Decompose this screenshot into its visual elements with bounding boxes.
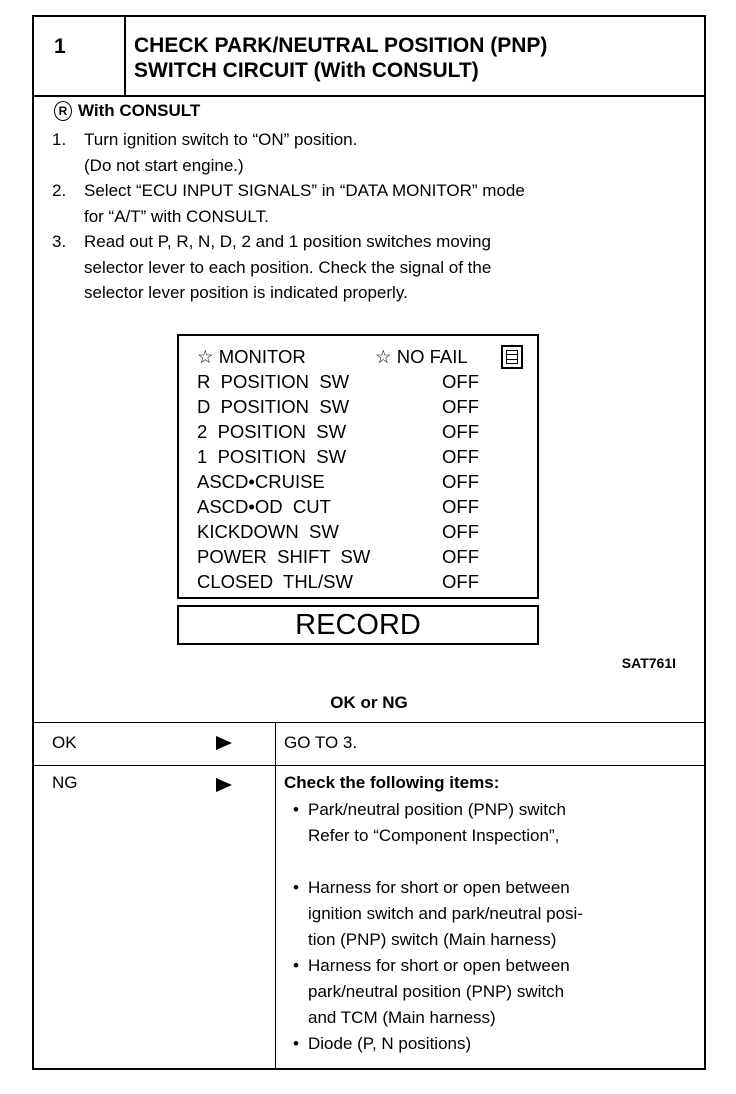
with-consult-line: R With CONSULT [54,101,200,121]
ng-check-text: Harness for short or open between ignitio… [308,875,699,953]
with-consult-label: With CONSULT [78,101,201,120]
ng-check-line: park/neutral position (PNP) switch [308,982,565,1001]
scroll-icon [501,345,523,369]
procedure-step: 3. Read out P, R, N, D, 2 and 1 position … [52,229,692,306]
ng-check-item: • Diode (P, N positions) [284,1031,699,1057]
monitor-row: 2 POSITION SW OFF [197,421,497,446]
ng-check-line: tion (PNP) switch (Main harness) [308,930,557,949]
procedure-step: 2. Select “ECU INPUT SIGNALS” in “DATA MO… [52,178,692,229]
monitor-item-value: OFF [442,496,479,517]
ng-check-line: Harness for short or open between [308,878,570,897]
ng-check-text: Diode (P, N positions) [308,1031,699,1057]
monitor-item-label: POWER SHIFT SW [197,546,371,567]
ng-check-line: Park/neutral position (PNP) switch [308,800,566,819]
monitor-item-value: OFF [442,521,479,542]
ng-check-item: • Harness for short or open between park/n… [284,953,699,1031]
procedure-step-line: selector lever to each position. Check t… [84,257,492,277]
monitor-row: D POSITION SW OFF [197,396,497,421]
procedure-step-text: Read out P, R, N, D, 2 and 1 position sw… [84,229,692,306]
procedure-step-line: for “A/T” with CONSULT. [84,206,269,226]
procedure-step: 1. Turn ignition switch to “ON” position.… [52,127,692,178]
bullet-icon: • [293,1034,299,1053]
ng-check-line: ignition switch and park/neutral posi- [308,904,583,923]
header-rule [34,95,704,97]
monitor-row: POWER SHIFT SW OFF [197,546,497,571]
ng-heading: Check the following items: [284,773,500,792]
step-title-line: CHECK PARK/NEUTRAL POSITION (PNP) [134,34,548,57]
monitor-item-value: OFF [442,421,479,442]
procedure-step-line: Select “ECU INPUT SIGNALS” in “DATA MONI… [84,181,525,200]
monitor-item-value: OFF [442,396,479,417]
procedure-step-number: 1. [52,130,67,149]
monitor-row: KICKDOWN SW OFF [197,521,497,546]
bullet-icon: • [293,800,299,819]
monitor-row: ASCD•OD CUT OFF [197,496,497,521]
procedure-step-line: Turn ignition switch to “ON” position. [84,130,358,149]
procedure-step-text: Turn ignition switch to “ON” position. (D… [84,127,692,178]
bullet-icon: • [293,956,299,975]
ng-check-line: Diode (P, N positions) [308,1034,472,1053]
monitor-item-label: KICKDOWN SW [197,521,339,542]
procedure-step-text: Select “ECU INPUT SIGNALS” in “DATA MONI… [84,178,692,229]
monitor-row: R POSITION SW OFF [197,371,497,396]
procedure-step-line: (Do not start engine.) [84,155,244,175]
header-divider [124,17,126,95]
ng-check-line: Harness for short or open between [308,956,570,975]
monitor-header-right: ☆ NO FAIL [375,346,468,367]
monitor-item-value: OFF [442,371,479,392]
bullet-icon: • [293,878,299,897]
monitor-item-label: ASCD•OD CUT [197,496,331,517]
monitor-header: ☆ MONITOR ☆ NO FAIL [197,345,527,371]
procedure-list: 1. Turn ignition switch to “ON” position.… [52,127,692,306]
monitor-row: ASCD•CRUISE OFF [197,471,497,496]
monitor-item-value: OFF [442,471,479,492]
ng-check-text: Harness for short or open between park/ne… [308,953,699,1031]
step-number: 1 [54,35,66,58]
ok-arrow-icon [216,736,232,750]
monitor-item-label: D POSITION SW [197,396,350,417]
monitor-item-value: OFF [442,546,479,567]
ng-arrow-icon [216,778,232,792]
result-rule [34,765,704,766]
consult-icon: R [54,101,72,121]
procedure-step-number: 2. [52,181,67,200]
monitor-item-label: R POSITION SW [197,371,350,392]
monitor-row: 1 POSITION SW OFF [197,446,497,471]
result-rule [34,722,704,723]
monitor-item-value: OFF [442,446,479,467]
inspection-step-frame: 1 CHECK PARK/NEUTRAL POSITION (PNP) SWIT… [32,15,706,1070]
ng-check-line: and TCM (Main harness) [308,1008,496,1027]
monitor-header-left: ☆ MONITOR [197,346,306,367]
step-title: CHECK PARK/NEUTRAL POSITION (PNP) SWITCH… [134,33,694,83]
ng-check-line: Refer to “Component Inspection”, [308,826,560,845]
figure-code: SAT761I [621,655,676,671]
monitor-item-value: OFF [442,571,479,592]
ok-or-ng-label: OK or NG [330,693,408,712]
monitor-item-label: 1 POSITION SW [197,446,347,467]
spacer [284,849,699,875]
record-button[interactable]: RECORD [177,605,539,645]
monitor-item-label: ASCD•CRUISE [197,471,325,492]
monitor-row: CLOSED THL/SW OFF [197,571,497,596]
step-title-line: SWITCH CIRCUIT (With CONSULT) [134,59,479,82]
procedure-step-number: 3. [52,232,67,251]
procedure-step-line: Read out P, R, N, D, 2 and 1 position sw… [84,232,491,251]
ok-label: OK [52,733,77,752]
ok-action: GO TO 3. [284,733,358,752]
monitor-item-label: 2 POSITION SW [197,421,347,442]
monitor-item-label: CLOSED THL/SW [197,571,353,592]
procedure-step-line: selector lever position is indicated pro… [84,283,408,302]
ng-label: NG [52,773,78,792]
ng-check-item: • Harness for short or open between igniti… [284,875,699,953]
result-divider [275,722,276,1068]
